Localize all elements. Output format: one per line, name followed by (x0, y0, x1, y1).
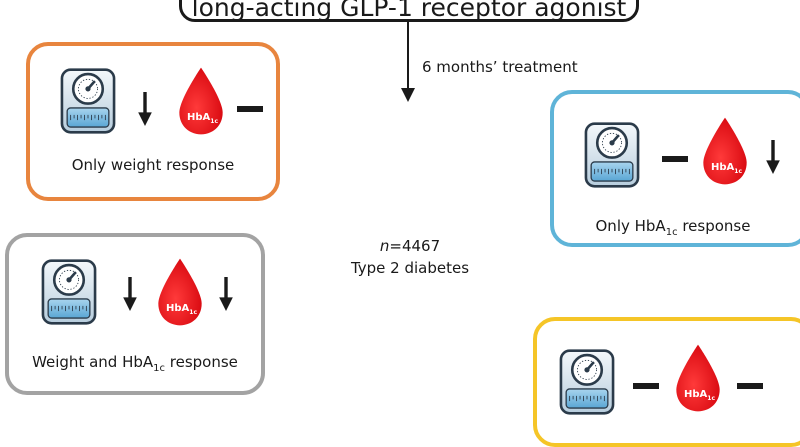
blood-drop-icon: HbA1c (673, 343, 723, 413)
bathroom-scale-icon (559, 349, 615, 415)
drop-label: HbA1c (711, 162, 742, 175)
drop-label: HbA1c (187, 112, 218, 125)
down-arrow-icon (123, 277, 137, 311)
treatment-title-box: long-acting GLP-1 receptor agonist (179, 0, 639, 22)
treatment-arrow-head (401, 88, 415, 102)
down-arrow-icon (138, 92, 152, 126)
group-weight-and-hba1c: HbA1c Weight and HbA1c response (5, 233, 265, 395)
group-label: Only weight response (71, 156, 235, 174)
n-symbol: n (379, 237, 390, 255)
group-no-response: HbA1c (533, 317, 800, 447)
blood-drop-icon: HbA1c (700, 116, 750, 186)
blood-drop-icon: HbA1c (155, 257, 205, 327)
blood-drop-icon: HbA1c (176, 66, 226, 136)
dash-icon (633, 383, 659, 389)
bathroom-scale-icon (60, 68, 116, 134)
down-arrow-icon (219, 277, 233, 311)
cohort-size: n=4467 (310, 235, 510, 257)
bathroom-scale-icon (584, 122, 640, 188)
bathroom-scale-icon (41, 259, 97, 325)
drop-label: HbA1c (166, 303, 197, 316)
treatment-arrow-line (407, 22, 409, 90)
n-value: =4467 (389, 237, 441, 255)
cohort-info: n=4467 Type 2 diabetes (310, 235, 510, 279)
cohort-population: Type 2 diabetes (350, 259, 470, 277)
treatment-title: long-acting GLP-1 receptor agonist (191, 0, 627, 22)
down-arrow-icon (766, 140, 780, 174)
group-label: Only HbA1c response (595, 217, 751, 238)
group-weight-only: HbA1c Only weight response (26, 42, 280, 201)
group-hba1c-only: HbA1c Only HbA1c response (550, 90, 800, 247)
dash-icon (737, 383, 763, 389)
group-label: Weight and HbA1c response (32, 353, 238, 374)
dash-icon (237, 106, 263, 112)
treatment-duration: 6 months’ treatment (422, 58, 578, 76)
drop-label: HbA1c (684, 389, 715, 402)
dash-icon (662, 156, 688, 162)
